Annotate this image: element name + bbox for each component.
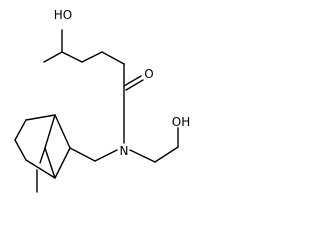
ring-bond-5 — [25, 159, 56, 179]
ring-bond-6 — [54, 147, 71, 179]
bond-c5-c4 — [43, 51, 63, 63]
ring-bond-4 — [14, 139, 27, 161]
carbonyl-oxygen-label: O — [144, 67, 153, 81]
bond-carbonyl-a — [123, 75, 142, 87]
hydroxyl-label-top: HO — [54, 8, 72, 22]
bond-c4-c3 — [61, 51, 83, 63]
bond-n-ch2-ring — [94, 149, 118, 162]
bond-ch2-ring — [69, 147, 96, 162]
bond-ch2-ch2 — [154, 146, 179, 163]
bond-n-ch2 — [129, 149, 156, 163]
hydroxyl-label-right: OH — [172, 115, 190, 129]
label-mask-ho — [52, 7, 74, 21]
structure-diagram: HO O N OH — [14, 7, 190, 193]
ring-bond-2 — [25, 114, 56, 121]
ring-bond-3 — [14, 119, 27, 141]
bond-c2-c1 — [101, 51, 125, 65]
ring-bridge-2 — [44, 147, 56, 179]
ring-bridge-3 — [39, 147, 46, 164]
bond-carbonyl-b — [125, 79, 144, 91]
ring-bond-1 — [54, 114, 71, 149]
bond-c3-c2 — [81, 51, 103, 63]
amide-nitrogen-label: N — [120, 144, 129, 158]
ring-bridge-1 — [44, 114, 56, 149]
